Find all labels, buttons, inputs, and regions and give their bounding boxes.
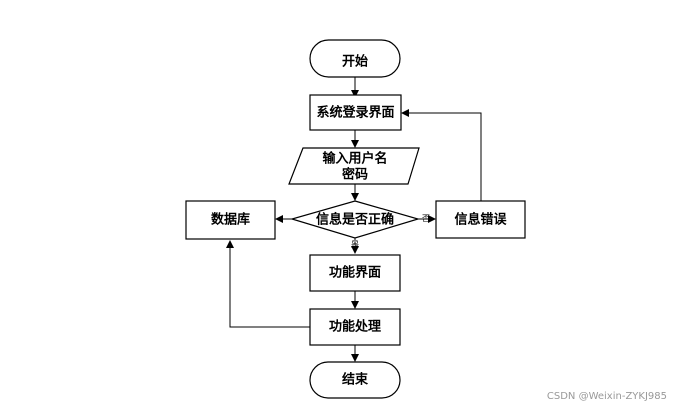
watermark: CSDN @Weixin-ZYKJ985 <box>547 391 667 402</box>
end-label: 结束 <box>342 372 369 388</box>
end-node <box>309 361 401 399</box>
nodes: 开始 系统登录界面 输入用户名 密码 信息是否正确 数据库 信息错误 功能界面 … <box>185 39 526 399</box>
database-label: 数据库 <box>211 212 250 228</box>
input-node <box>288 147 420 185</box>
edge-error-login <box>401 109 482 202</box>
edge-label-no: 否 <box>422 214 430 223</box>
start-node <box>309 39 401 78</box>
login-node <box>309 94 402 131</box>
decision-node <box>289 200 421 239</box>
function-proc-label: 功能处理 <box>329 319 381 335</box>
error-label: 信息错误 <box>454 212 507 228</box>
input-label-line1: 输入用户名 <box>322 151 387 167</box>
function-proc-node <box>309 308 401 346</box>
database-node <box>185 200 276 240</box>
function-ui-label: 功能界面 <box>329 265 381 281</box>
decision-label: 信息是否正确 <box>316 212 394 228</box>
edges <box>226 77 482 362</box>
edge-proc-database <box>226 240 310 328</box>
login-label: 系统登录界面 <box>316 105 394 121</box>
function-ui-node <box>309 254 401 292</box>
error-node <box>435 200 526 239</box>
edge-label-yes: 是 <box>351 240 359 249</box>
start-label: 开始 <box>342 54 368 70</box>
input-label-line2: 密码 <box>341 167 368 183</box>
